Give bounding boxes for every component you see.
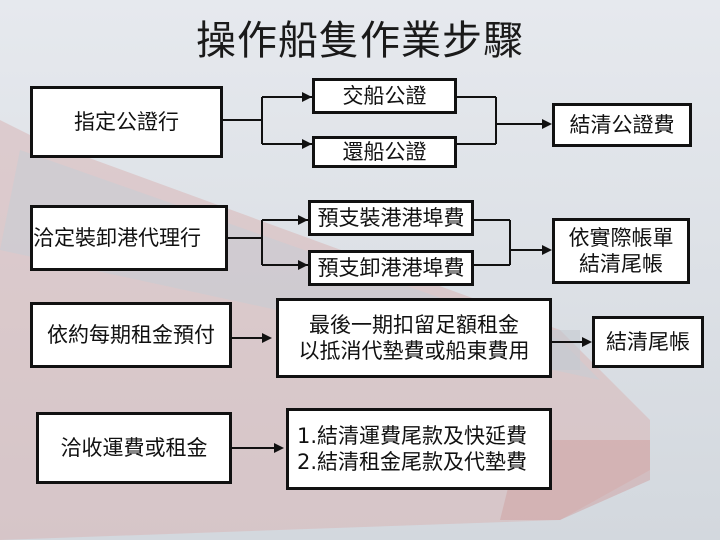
settle-actual-bill-box[interactable]: 依實際帳單 結清尾帳 <box>552 218 690 284</box>
branch-label: 預支卸港港埠費 <box>317 255 465 280</box>
source-label: 依約每期租金預付 <box>47 322 215 347</box>
result-line: 結清尾帳 <box>579 252 663 276</box>
middle-line: 以抵消代墊費或船東費用 <box>298 339 530 363</box>
source-box-collect-freight[interactable]: 洽收運費或租金 <box>36 412 232 484</box>
final-hire-deduction-box[interactable]: 最後一期扣留足額租金 以抵消代墊費或船東費用 <box>276 298 552 378</box>
result-label: 結清公證費 <box>569 112 675 137</box>
settle-final-account-box[interactable]: 結清尾帳 <box>592 316 704 368</box>
source-box-notary[interactable]: 指定公證行 <box>30 86 223 158</box>
row4-connectors <box>232 443 284 453</box>
delivery-survey-box[interactable]: 交船公證 <box>312 78 457 114</box>
source-label: 洽定裝卸港代理行 <box>33 225 201 250</box>
result-label: 結清尾帳 <box>606 329 690 354</box>
source-box-port-agent[interactable]: 洽定裝卸港代理行 <box>30 205 228 271</box>
source-label: 洽收運費或租金 <box>60 435 208 460</box>
result-line: 依實際帳單 <box>568 225 674 250</box>
branch-label: 還船公證 <box>342 139 427 164</box>
settle-survey-fee-box[interactable]: 結清公證費 <box>552 103 692 147</box>
middle-line: 最後一期扣留足額租金 <box>309 312 519 337</box>
branch-label: 預支裝港港埠費 <box>317 205 465 230</box>
step-line: 1.結清運費尾款及快延費 <box>297 423 528 448</box>
advance-discharge-port-box[interactable]: 預支卸港港埠費 <box>308 250 474 286</box>
step-line: 2.結清租金尾款及代墊費 <box>297 450 528 474</box>
redelivery-survey-box[interactable]: 還船公證 <box>312 136 457 168</box>
row2-connectors <box>228 215 552 270</box>
source-label: 指定公證行 <box>74 109 179 134</box>
branch-label: 交船公證 <box>342 83 427 108</box>
page-title: 操作船隻作業步驟 <box>196 18 524 64</box>
settlement-steps-box[interactable]: 1.結清運費尾款及快延費 2.結清租金尾款及代墊費 <box>286 408 552 490</box>
row1-connectors <box>222 92 552 149</box>
row3-connectors <box>232 333 592 347</box>
advance-loading-port-box[interactable]: 預支裝港港埠費 <box>308 200 474 236</box>
source-box-hire-prepay[interactable]: 依約每期租金預付 <box>30 302 232 368</box>
